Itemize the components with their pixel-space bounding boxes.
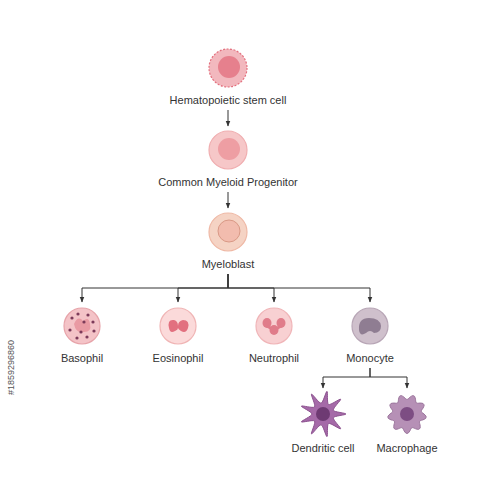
cell-granule bbox=[70, 316, 73, 319]
stock-id-watermark: #1859296860 bbox=[6, 340, 16, 395]
cell-nucleus bbox=[218, 220, 240, 242]
cell-node: Dendritic cell bbox=[278, 390, 368, 455]
cell-label: Monocyte bbox=[346, 352, 394, 365]
cell-body bbox=[160, 308, 196, 344]
cell-illustration bbox=[252, 304, 296, 348]
cell-granule bbox=[82, 320, 85, 323]
cell-node: Eosinophil bbox=[133, 304, 223, 365]
cell-nucleus bbox=[400, 407, 414, 421]
cell-nucleus bbox=[359, 318, 381, 334]
cell-granule bbox=[76, 312, 79, 315]
lineage-arrow bbox=[228, 274, 370, 302]
cell-nucleus bbox=[218, 138, 240, 160]
cell-body bbox=[64, 308, 100, 344]
cell-illustration bbox=[383, 390, 431, 438]
cell-nucleus bbox=[169, 320, 189, 332]
cell-label: Basophil bbox=[61, 352, 103, 365]
cell-node: Monocyte bbox=[325, 304, 415, 365]
cell-granule bbox=[68, 328, 71, 331]
cell-body bbox=[209, 131, 247, 169]
cell-label: Eosinophil bbox=[153, 352, 204, 365]
cell-node: Myeloblast bbox=[133, 210, 323, 271]
cell-illustration bbox=[206, 210, 250, 254]
cell-illustration bbox=[299, 390, 347, 438]
cell-granule bbox=[85, 335, 88, 338]
cell-granule bbox=[79, 330, 82, 333]
cell-illustration bbox=[60, 304, 104, 348]
lineage-arrow bbox=[370, 368, 407, 388]
cell-nucleus bbox=[316, 407, 330, 421]
cell-body bbox=[256, 308, 292, 344]
lineage-arrow bbox=[82, 274, 228, 302]
lineage-arrow bbox=[178, 274, 228, 302]
lineage-arrow bbox=[228, 110, 229, 126]
cell-node: Hematopoietic stem cell bbox=[133, 46, 323, 107]
cell-label: Dendritic cell bbox=[292, 442, 355, 455]
cell-granule bbox=[92, 329, 95, 332]
cell-body bbox=[209, 213, 247, 251]
cell-illustration bbox=[348, 304, 392, 348]
cell-node: Macrophage bbox=[362, 390, 452, 455]
cell-illustration bbox=[206, 46, 250, 90]
cell-nucleus bbox=[218, 56, 240, 78]
cell-label: Common Myeloid Progenitor bbox=[158, 176, 297, 189]
cell-label: Myeloblast bbox=[202, 258, 255, 271]
cell-body bbox=[301, 391, 346, 436]
cell-illustration bbox=[156, 304, 200, 348]
cell-granule bbox=[91, 320, 94, 323]
cell-nucleus bbox=[267, 326, 281, 330]
cell-granule bbox=[75, 336, 78, 339]
cell-node: Common Myeloid Progenitor bbox=[133, 128, 323, 189]
lineage-arrow bbox=[323, 368, 370, 388]
lineage-arrow bbox=[228, 192, 229, 208]
cell-body bbox=[209, 49, 247, 87]
cell-label: Hematopoietic stem cell bbox=[170, 94, 287, 107]
cell-body bbox=[352, 308, 388, 344]
cell-nucleus bbox=[74, 319, 90, 333]
cell-node: Basophil bbox=[37, 304, 127, 365]
cell-illustration bbox=[206, 128, 250, 172]
cell-granule bbox=[86, 313, 89, 316]
cell-label: Macrophage bbox=[376, 442, 437, 455]
cell-label: Neutrophil bbox=[249, 352, 299, 365]
cell-body bbox=[388, 396, 426, 434]
cell-node: Neutrophil bbox=[229, 304, 319, 365]
